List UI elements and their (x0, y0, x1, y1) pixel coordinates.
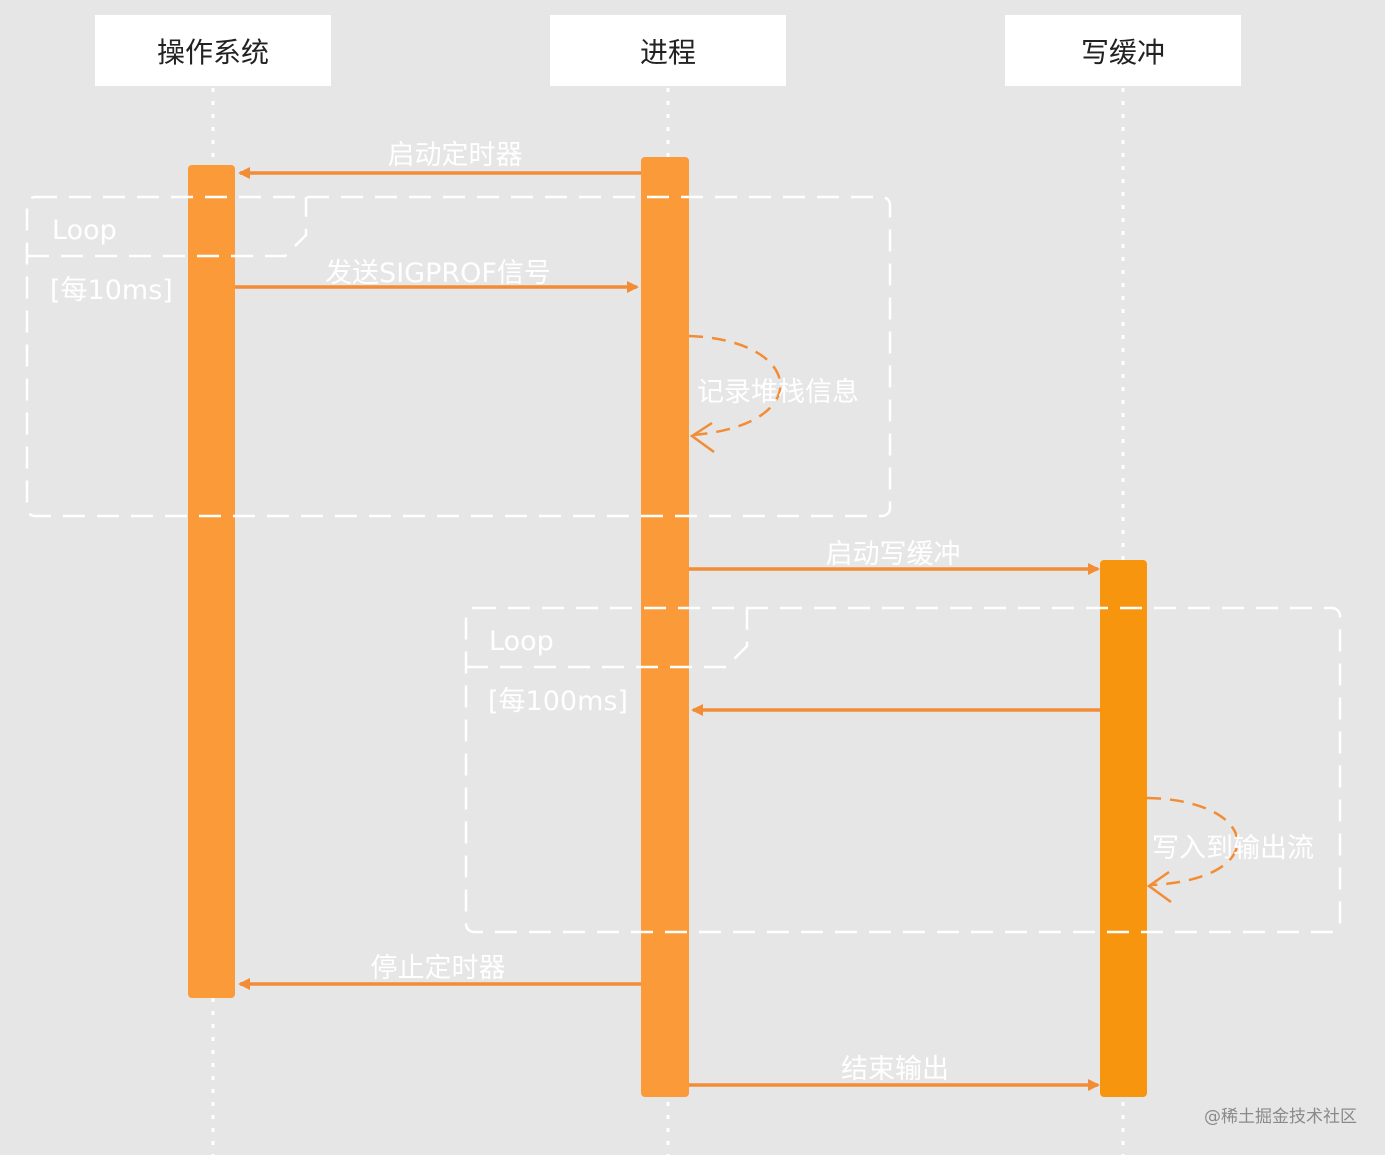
message-label-7: 停止定时器 (371, 953, 506, 984)
loop-frame-2: Loop [每100ms] (464, 606, 1342, 934)
loop-2-title: Loop (489, 626, 554, 657)
message-label-6: 写入到输出流 (1152, 833, 1314, 864)
message-arrow-6 (1146, 796, 1239, 887)
actor-process-label: 进程 (639, 35, 696, 69)
actor-buffer: 写缓冲 (1005, 15, 1241, 86)
loop-frame-1: Loop [每10ms] (25, 195, 892, 518)
actor-buffer-label: 写缓冲 (1080, 35, 1165, 69)
message-arrowhead-3 (689, 421, 715, 454)
message-arrowhead-6 (1146, 870, 1172, 904)
watermark: @稀土掘金技术社区 (1204, 1107, 1357, 1127)
loop-1-condition: [每10ms] (50, 275, 173, 306)
activation-buffer (1100, 560, 1147, 1097)
message-label-8: 结束输出 (841, 1054, 949, 1085)
actor-os: 操作系统 (95, 15, 331, 86)
message-label-1: 启动定时器 (388, 140, 523, 171)
loop-1-title: Loop (52, 215, 117, 246)
message-label-4: 启动写缓冲 (826, 539, 961, 570)
actor-os-label: 操作系统 (156, 35, 269, 69)
activation-os (188, 165, 235, 998)
message-label-2: 发送SIGPROF信号 (325, 258, 551, 289)
loop-2-condition: [每100ms] (488, 686, 628, 717)
actor-process: 进程 (550, 15, 786, 86)
message-label-3: 记录堆栈信息 (697, 377, 859, 408)
activation-process (641, 157, 689, 1097)
